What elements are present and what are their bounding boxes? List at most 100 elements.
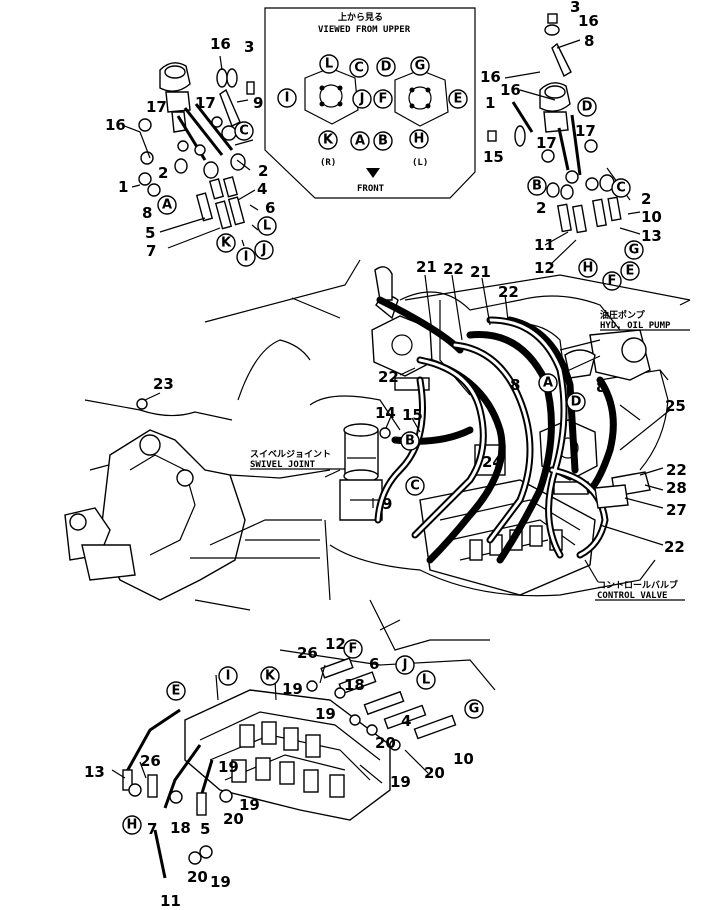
part-number-E: E [454,92,463,107]
port-letter-c: C [616,181,626,196]
right-port-letters: L C I J K A [277,54,372,151]
part-number-24: 24 [482,453,503,471]
pilot-hoses [374,296,617,564]
pump-label-jp: 油圧ポンプ [600,309,646,321]
part-number-21: 21 [470,263,491,281]
part-number-19: 19 [315,705,336,723]
part-number-16: 16 [210,35,231,53]
fitting-3-right [547,13,558,24]
swivel-joint [344,429,379,477]
port-letter-h: H [583,261,594,276]
part-number-4: 4 [401,712,411,730]
left-pilot-valve-exploded: 3 16 8 16 16 1 15 17 17 2 2 10 11 13 12 … [480,0,662,291]
port-letter-b: B [405,434,415,449]
port-letter-k: K [265,669,276,684]
part-number-28: 28 [666,479,687,497]
part-number-2: 2 [641,190,651,208]
part-number-B: B [378,134,388,149]
part-number-19: 19 [210,873,231,891]
part-number-13: 13 [84,763,105,781]
part-number-19: 19 [239,796,260,814]
part-number-12: 12 [325,635,346,653]
part-number-18: 18 [170,819,191,837]
part-number-18: 18 [344,676,365,694]
part-number-9: 9 [253,94,263,112]
part-number-22: 22 [378,368,399,386]
port-letter-c: C [239,124,249,139]
fitting-3 [246,81,255,95]
port-letter-k: K [221,236,232,251]
control-valve [419,479,596,596]
part-number-D: D [381,60,392,75]
part-number-8: 8 [142,204,152,222]
part-number-6: 6 [369,655,379,673]
part-number-23: 23 [153,375,174,393]
port-letter-j: J [402,658,408,673]
part-number-17: 17 [536,134,557,152]
port-letter-f: F [608,274,617,289]
part-number-11: 11 [534,236,555,254]
part-number-K: K [323,133,334,148]
part-number-16: 16 [578,12,599,30]
port-letter-e: E [172,684,181,699]
front-arrow-icon [366,168,380,178]
part-number-10: 10 [453,750,474,768]
part-number-13: 13 [641,227,662,245]
part-number-2: 2 [536,199,546,217]
machine-assembly: 21 22 21 22 22 14 15 9 24 8 8 25 22 28 2… [64,258,691,651]
port-letter-j: J [261,243,267,258]
left-pilot-valve-top [394,69,449,127]
part-number-J: J [359,92,365,107]
port-letter-a: A [543,376,553,391]
part-number-9: 9 [382,495,392,513]
inset-front: FRONT [357,184,385,194]
part-number-22: 22 [498,283,519,301]
left-port-letters: G D F E B H [373,56,468,151]
port-letter-a: A [162,198,172,213]
pump-label-en: HYD. OIL PUMP [600,321,671,331]
part-number-22: 22 [666,461,687,479]
part-number-5: 5 [145,224,155,242]
part-number-2: 2 [158,164,168,182]
top-view-inset: 上から見る VIEWED FROM UPPER L C I J K A G D … [264,7,476,199]
port-letter-h: H [127,818,138,833]
valve-label-en: CONTROL VALVE [597,591,667,601]
port-letter-g: G [629,243,640,258]
right-pilot-valve-top [304,67,359,125]
part-number-3: 3 [570,0,580,16]
part-number-1: 1 [118,178,128,196]
port-letter-i: I [244,250,249,265]
part-number-22: 22 [664,538,685,556]
port-letter-c: C [410,479,420,494]
part-number-22: 22 [443,260,464,278]
part-number-5: 5 [200,820,210,838]
port-letter-d: D [582,100,593,115]
part-number-8: 8 [584,32,594,50]
part-number-20: 20 [424,764,445,782]
part-number-11: 11 [160,892,181,910]
swivel-label-jp: スイベルジョイント [250,449,331,460]
part-number-1: 1 [485,94,495,112]
inset-title-en: VIEWED FROM UPPER [318,25,411,35]
port-letter-f: F [349,642,358,657]
part-number-16: 16 [480,68,501,86]
port-letter-d: D [571,395,582,410]
part-number-8: 8 [510,376,520,394]
part-number-21: 21 [416,258,437,276]
part-number-L: L [325,57,333,72]
part-number-15: 15 [483,148,504,166]
part-number-3: 3 [244,38,254,56]
part-number-27: 27 [666,501,687,519]
part-number-F: F [379,92,388,107]
part-number-19: 19 [218,758,239,776]
part-number-26: 26 [297,644,318,662]
part-number-I: I [285,91,290,106]
part-number-2: 2 [258,162,268,180]
part-number-17: 17 [146,98,167,116]
port-letter-i: I [226,669,231,684]
port-letter-l: L [422,673,430,688]
part-number-25: 25 [665,397,686,415]
part-number-16: 16 [500,81,521,99]
part-number-4: 4 [257,180,267,198]
